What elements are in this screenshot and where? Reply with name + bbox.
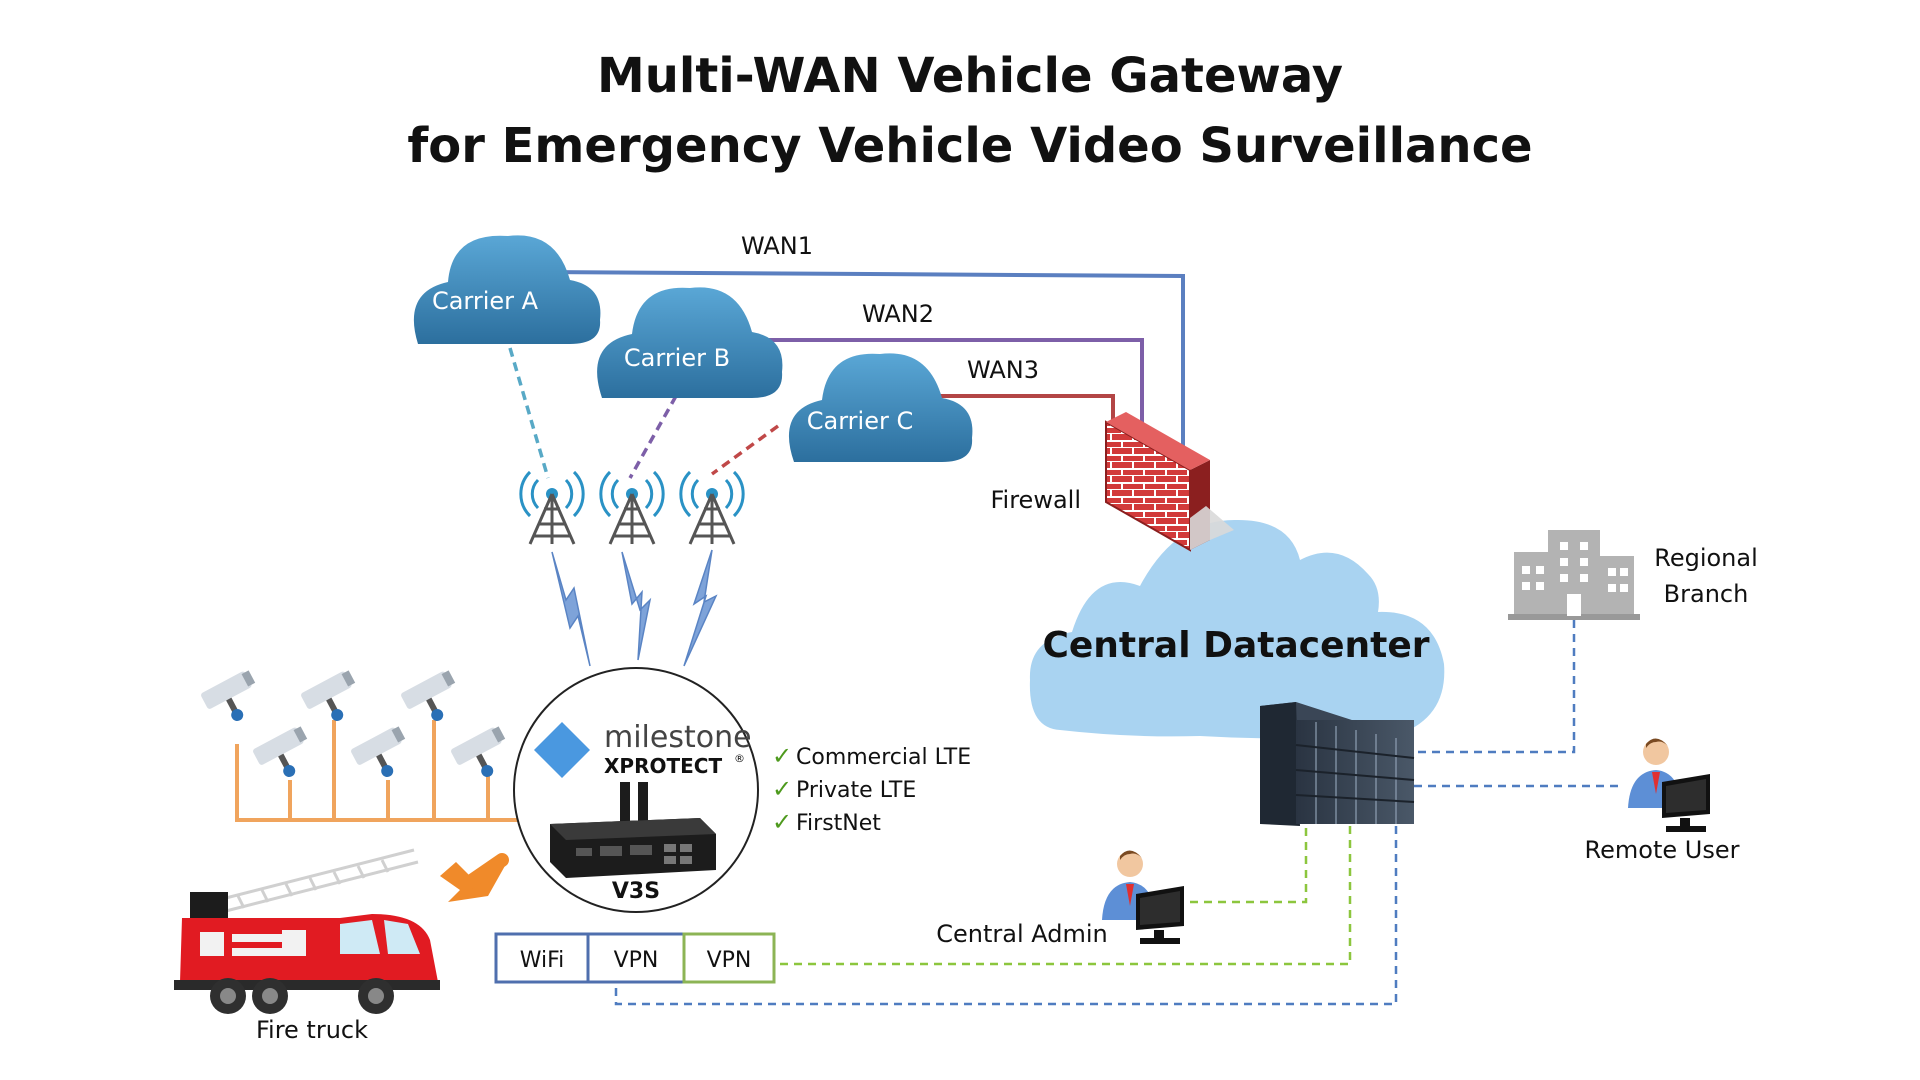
wan1-label: WAN1 [741,232,813,260]
regional-branch-label-line2: Branch [1664,580,1749,608]
wifi-tunnel-label: WiFi [520,948,565,973]
carrier-a-label: Carrier A [432,287,539,315]
vpn-tunnel-box [682,932,776,984]
admin-workstation-icon [1102,850,1184,944]
camera-icon [301,670,356,721]
carrier-a-radio-link [508,347,550,479]
check-icon: ✓ [772,808,792,836]
green-vpn-link [772,826,1352,966]
arrow-shaft [463,853,509,889]
carrier-c-cloud: Carrier C [788,353,973,462]
gateway-product: XPROTECT [604,754,722,778]
diagram-title-line1: Multi-WAN Vehicle Gateway [597,48,1343,104]
user-workstation-icon [1628,738,1710,832]
cell-tower-icon [519,470,585,545]
remote-user-label: Remote User [1585,836,1740,864]
fire-truck-label: Fire truck [256,1016,368,1044]
wifi-tunnel-box [494,932,590,984]
lightning-icon [551,551,591,667]
building-windows [1522,542,1628,616]
camera-icon [351,726,406,777]
check-icon: ✓ [772,775,792,803]
cell-tower-icon [679,470,745,545]
carrier-a-cloud: Carrier A [413,235,601,344]
camera-icon [451,726,506,777]
vpn-tunnel-label: VPN [614,948,659,973]
camera-icon [253,726,308,777]
carrier-c-radio-link [710,424,780,476]
firewall-label: Firewall [990,486,1081,514]
branch-link [1414,620,1576,754]
connectivity-list: ✓ Commercial LTE ✓ Private LTE ✓ FirstNe… [772,742,971,836]
lightning-icon [683,549,718,667]
wan1-link [539,270,1185,458]
camera-wiring [235,720,518,822]
gateway-trademark: ® [734,752,745,765]
lightning-icon [621,551,652,661]
connectivity-item: Private LTE [796,778,916,803]
gateway-device-icon [550,782,716,878]
central-admin-label: Central Admin [936,920,1108,948]
vehicle-gateway: milestone XPROTECT ® V3S [513,667,759,913]
camera-icon [401,670,456,721]
wan3-label: WAN3 [967,356,1039,384]
admin-link [1184,828,1308,904]
wan2-label: WAN2 [862,300,934,328]
connectivity-item: FirstNet [796,811,881,836]
vpn-tunnel-label: VPN [707,948,752,973]
carrier-b-radio-link [628,395,678,479]
datacenter-cloud [1029,519,1445,739]
cell-tower-icon [599,470,665,545]
carrier-b-label: Carrier B [624,344,730,372]
server-rack-icon [1260,702,1415,826]
wan2-link [745,338,1144,458]
blue-vpn-link [614,826,1398,1006]
milestone-logo-icon [534,722,590,778]
check-icon: ✓ [772,742,792,770]
carrier-c-label: Carrier C [807,407,913,435]
carrier-b-cloud: Carrier B [597,287,783,398]
diagram-title-line2: for Emergency Vehicle Video Surveillance [407,118,1532,174]
fire-truck-icon [174,848,440,1014]
connectivity-item: Commercial LTE [796,745,971,770]
firewall-icon [1105,412,1234,552]
camera-icon [201,670,256,721]
datacenter-label: Central Datacenter [1042,625,1429,666]
gateway-model: V3S [612,879,660,904]
regional-branch-label-line1: Regional [1654,544,1758,572]
tunnel-bar: WiFi VPN VPN [494,932,776,984]
gateway-brand: milestone [604,720,752,755]
